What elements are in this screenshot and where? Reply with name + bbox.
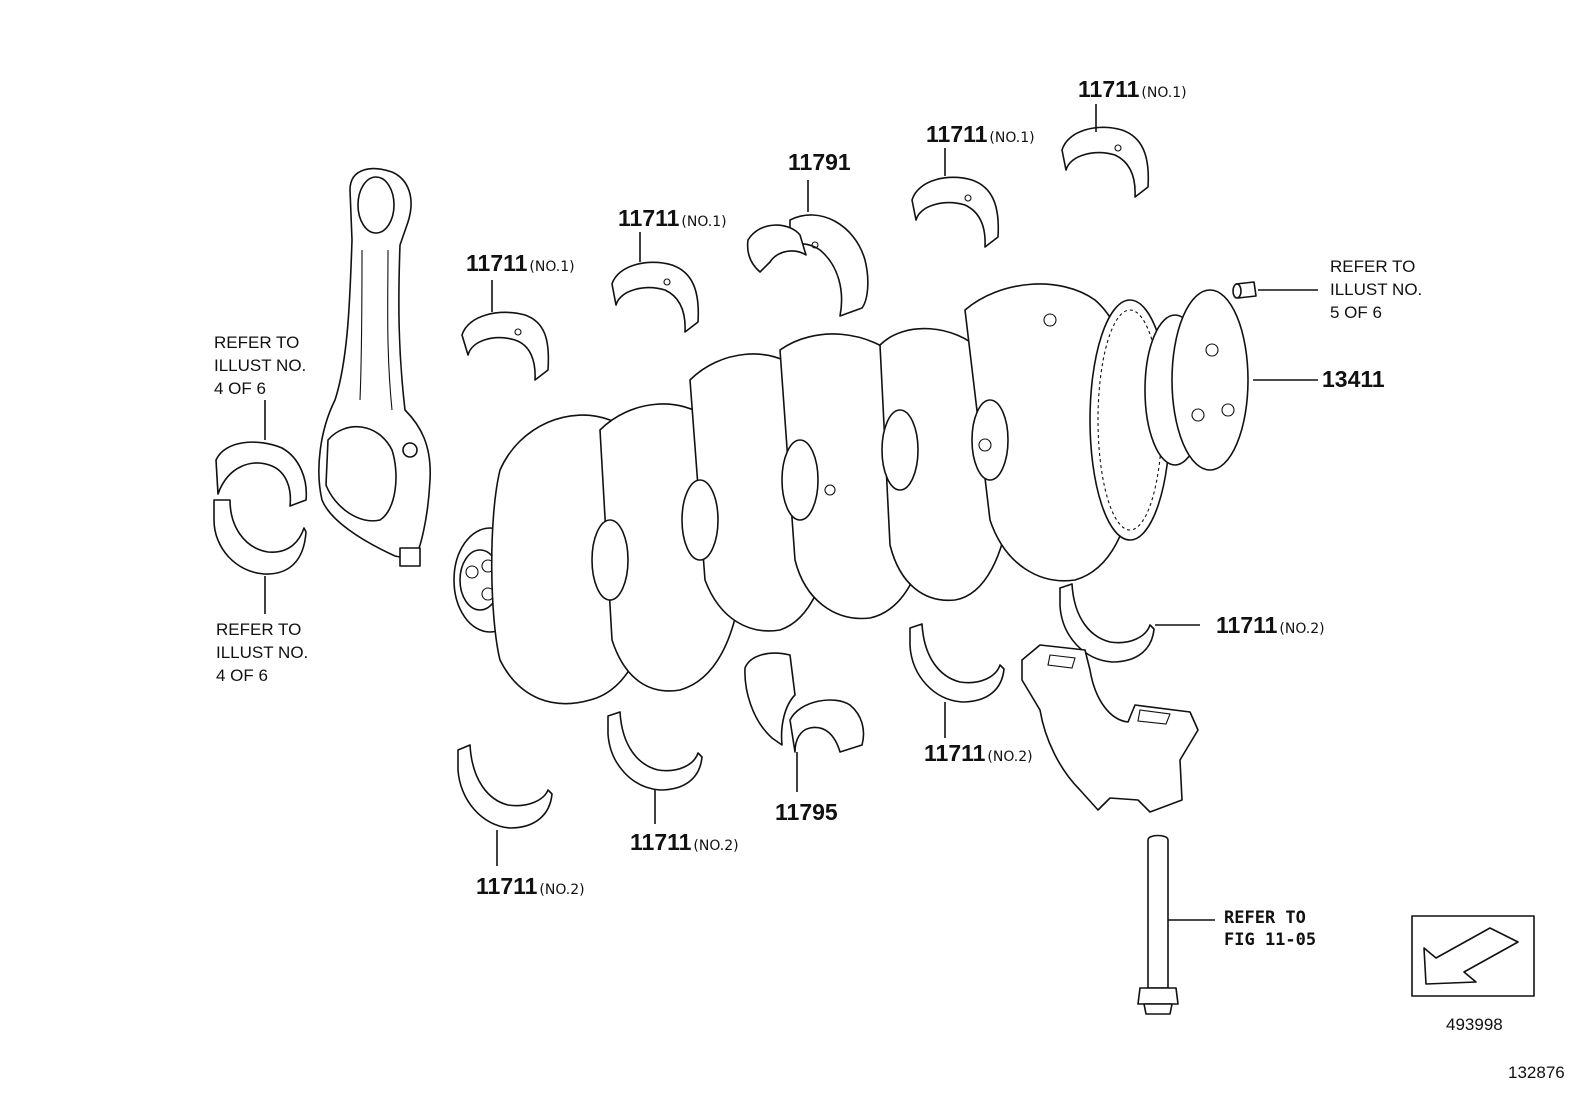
rod-bearing-upper [215,441,308,507]
label-bearing-upper-3: 11711(NO.1) [926,121,1035,147]
arrow-box-number: 493998 [1446,1015,1503,1034]
label-bearing-lower-1: 11711(NO.2) [476,873,585,899]
ref-rod-bearing-lower: REFER TO ILLUST NO. 4 OF 6 [216,620,313,685]
ref-bolt: REFER TO FIG 11-05 [1224,908,1316,950]
label-bearing-lower-2: 11711(NO.2) [630,829,739,855]
label-thrust-upper: 11791 [788,149,851,175]
label-bearing-upper-2: 11711(NO.1) [618,205,727,231]
main-bearing-upper-2 [611,261,700,333]
rod-bearing-lower [213,499,307,575]
thrust-washer-lower [744,652,865,753]
label-bearing-lower-3: 11711(NO.2) [924,740,1033,766]
dowel-pin [1232,281,1257,299]
label-bearing-lower-4: 11711(NO.2) [1216,612,1325,638]
illustration-number: 132876 [1508,1063,1565,1082]
label-thrust-lower: 11795 [775,799,838,825]
label-bearing-upper-1: 11711(NO.1) [466,250,575,276]
bolt [1137,834,1179,1015]
label-bearing-upper-4: 11711(NO.1) [1078,76,1187,102]
main-bearing-upper-4 [1061,126,1150,198]
main-bearing-upper-3 [911,176,1000,248]
crankshaft [453,283,1249,705]
ref-pin: REFER TO ILLUST NO. 5 OF 6 [1330,257,1427,322]
main-bearing-lower-3 [909,623,1005,703]
direction-arrow-box [1411,915,1535,997]
connecting-rod [318,167,431,567]
main-bearing-lower-1 [457,744,553,829]
main-bearing-lower-2 [607,711,703,791]
label-crankshaft: 13411 [1322,366,1385,392]
thrust-washer-upper [746,214,869,317]
main-bearing-upper-1 [461,311,550,381]
ref-rod-bearing-upper: REFER TO ILLUST NO. 4 OF 6 [214,333,311,398]
bearing-cap [1021,644,1199,813]
